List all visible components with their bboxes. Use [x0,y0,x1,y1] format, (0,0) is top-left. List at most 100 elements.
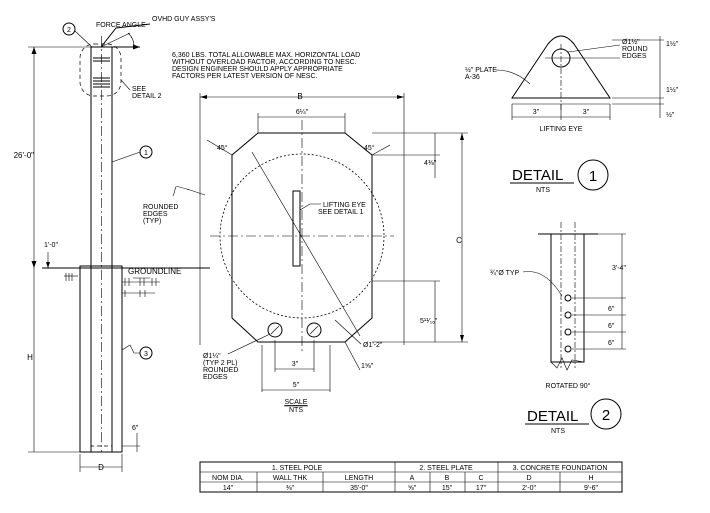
detail-1-label: DETAIL [512,167,563,184]
d-label: D [98,463,104,472]
svg-text:DESIGN ENGINEER SHOULD APPLY A: DESIGN ENGINEER SHOULD APPLY APPROPRIATE [172,66,343,73]
svg-text:A-36: A-36 [465,74,480,81]
scale-label: SCALE [285,399,308,406]
hole-spacing: 3" [292,361,299,368]
table-header: D [526,475,531,482]
table-header: LENGTH [345,475,373,482]
le-height-top: 1½" [666,40,679,48]
table-cell: 14" [223,485,234,492]
lifting-eye-hole-label: Ø1½" [622,38,640,46]
callout-1: 1 [144,150,148,157]
force-angle-leader [100,23,151,48]
soil-hatch [64,273,160,297]
detail-2-boundary [79,43,122,97]
lifting-eye-title: LIFTING EYE [540,126,583,133]
le-width-right: 3" [583,109,590,116]
see-detail-2: SEE [132,86,146,93]
table-header: NOM DIA. [212,475,244,482]
callout-3: 3 [144,351,148,358]
svg-text:WITHOUT OVERLOAD FACTOR, ACCOR: WITHOUT OVERLOAD FACTOR, ACCORDING TO NE… [172,59,357,66]
height-dim: 26'-0" [14,151,35,160]
detail-2-label: DETAIL [527,408,578,425]
table-group-concrete: 3. CONCRETE FOUNDATION [513,465,608,472]
hole-dia-label: Ø1'-2" [363,342,383,349]
table-header: C [478,475,483,482]
c-label: C [456,236,462,245]
pole-elevation: 2 FORCE ANGLE OVHD GUY ASSY'S 6,360 LBS.… [14,16,360,472]
spacing-2: 6" [608,323,615,330]
le-height-mid: 1½" [666,86,679,94]
table-cell: ⅜" [286,485,295,492]
concrete-foundation [79,265,123,453]
angle-right: 45° [364,144,375,152]
svg-text:ROUNDED: ROUNDED [203,367,238,374]
rotated-label: ROTATED 90° [546,382,591,390]
svg-text:EDGES: EDGES [203,374,228,381]
groundline-label: GROUNDLINE [128,267,181,276]
callout-2: 2 [67,27,71,34]
svg-text:ROUND: ROUND [622,46,648,53]
detail-2-view: ¾"Ø TYP 3'-4" 6" 6" 6" ROTATED 90° [490,222,626,390]
hole-typ-label: ¾"Ø TYP [490,270,520,277]
hole-note: Ø1¼" [203,353,221,360]
base-plate-view: B 6¼" 45° 45° LIFTING EYE SEE DETAIL 1 R… [143,92,468,414]
table-header: H [588,475,593,482]
svg-text:FACTORS PER LATEST VERSION OF: FACTORS PER LATEST VERSION OF NESC. [172,73,318,80]
detail-2-top-dim: 3'-4" [612,265,626,272]
table-cell: 9'-6" [584,485,598,492]
svg-text:6,360 LBS. TOTAL ALLOWABLE MAX: 6,360 LBS. TOTAL ALLOWABLE MAX. HORIZONT… [172,52,360,59]
table-header: B [445,475,450,482]
rounded-edges-note: ROUNDED [143,204,178,211]
lifting-eye-slot [292,190,301,267]
embedded-pole [90,267,113,447]
svg-text:EDGES: EDGES [622,53,647,60]
svg-text:EDGES: EDGES [143,211,168,218]
plate-thickness-label: ½" PLATE [465,66,497,74]
embed-dim: 1'-0" [44,242,58,249]
bottom-width: 5" [293,382,300,389]
svg-text:(TYP 2 PL): (TYP 2 PL) [203,360,238,367]
detail-1-nts: NTS [536,187,550,194]
spacing-3: 6" [608,340,615,347]
table-cell: 17" [476,485,487,492]
detail-2-number: 2 [602,407,610,424]
lifting-eye-plate [511,35,611,99]
callout-2-circle [62,22,76,36]
lifting-eye-detail: Ø1½" ROUND EDGES ½" PLATE A-36 1½" 1½" ½… [465,35,679,133]
right-bottom-dim: 5¹¹⁄₁₆" [420,318,438,325]
top-width-dim: 6¼" [296,109,309,116]
specification-table: 1. STEEL POLE 2. STEEL PLATE 3. CONCRETE… [199,461,623,493]
load-note: 6,360 LBS. TOTAL ALLOWABLE MAX. HORIZONT… [172,52,360,80]
table-cell: ⅝" [408,485,417,492]
le-thickness: ½" [666,111,675,119]
spacing-1: 6" [608,306,615,313]
right-top-dim: 4⅜" [424,160,437,167]
edge-dim: 1⅝" [361,363,374,370]
detail-1-number: 1 [589,168,597,185]
table-group-steel-plate: 2. STEEL PLATE [419,465,473,472]
detail-1-tag: DETAIL 1 NTS [510,159,609,194]
guy-assy-label: OVHD GUY ASSY'S [152,16,216,23]
angle-left: 45° [217,144,228,152]
table-header: A [410,475,415,482]
svg-text:(TYP): (TYP) [143,218,161,225]
table-cell: 35'-0" [350,485,368,492]
table-group-steel-pole: 1. STEEL POLE [272,465,323,472]
svg-text:SEE DETAIL 1: SEE DETAIL 1 [318,209,364,216]
svg-text:DETAIL 2: DETAIL 2 [132,93,162,100]
bolt-hole-left [267,322,283,338]
lifting-eye-note: LIFTING EYE [323,202,366,209]
table-cell: 15" [442,485,453,492]
bolt-hole-right [306,322,322,338]
diagonal-line [251,151,361,337]
force-angle-label: FORCE ANGLE [96,22,146,29]
le-width-left: 3" [533,109,540,116]
b-label: B [297,92,302,101]
detail-2-tag: DETAIL 2 NTS [525,398,622,435]
bottom-dim: 6" [132,425,139,432]
detail-2-nts: NTS [551,428,565,435]
scale-nts: NTS [289,407,303,414]
table-header: WALL THK [273,475,308,482]
h-label: H [27,353,33,362]
